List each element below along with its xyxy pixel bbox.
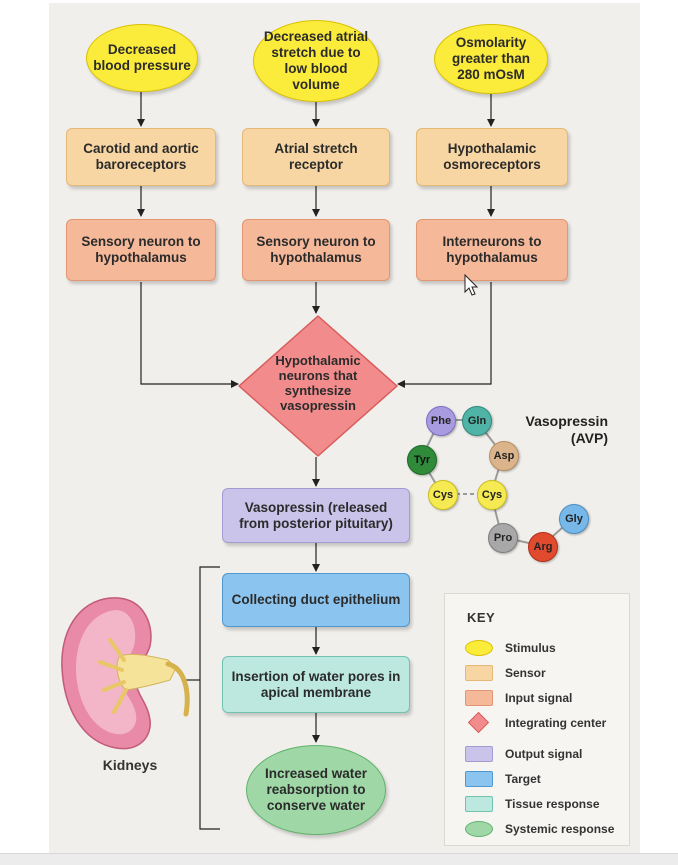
key-label-stimulus: Stimulus	[505, 641, 556, 655]
key-swatch-output-signal	[465, 746, 493, 762]
systemic-response-water-reabsorption: Increased water reabsorption to conserve…	[246, 745, 386, 835]
residue-asp: Asp	[489, 441, 519, 471]
key-swatch-sensor	[465, 665, 493, 681]
arrow-i1-center	[140, 282, 239, 388]
key-label-target: Target	[505, 772, 541, 786]
residue-cys-1: Cys	[428, 480, 458, 510]
key-swatch-tissue-response	[465, 796, 493, 812]
residue-cys-2: Cys	[477, 480, 507, 510]
stimulus-high-osmolarity: Osmolarity greater than 280 mOsM	[434, 24, 548, 94]
vasopressin-title: Vasopressin (AVP)	[500, 413, 609, 447]
kidneys-label: Kidneys	[102, 757, 158, 773]
key-legend: KEY Stimulus Sensor Input signal Integra…	[444, 593, 630, 846]
key-label-output-signal: Output signal	[505, 747, 583, 761]
key-row-sensor: Sensor	[465, 663, 546, 683]
integrating-center-diamond	[238, 315, 398, 457]
key-row-output-signal: Output signal	[465, 744, 582, 764]
sensor-osmoreceptors: Hypothalamic osmoreceptors	[416, 128, 568, 186]
output-vasopressin-release: Vasopressin (released from posterior pit…	[222, 488, 410, 543]
bottom-strip	[0, 853, 678, 865]
residue-arg: Arg	[528, 532, 558, 562]
key-label-systemic-response: Systemic response	[505, 822, 615, 836]
key-row-integrating-center: Integrating center	[465, 711, 607, 734]
residue-tyr: Tyr	[407, 445, 437, 475]
residue-pro: Pro	[488, 523, 518, 553]
sensor-baroreceptors: Carotid and aortic baroreceptors	[66, 128, 216, 186]
key-label-input-signal: Input signal	[505, 691, 573, 705]
key-label-sensor: Sensor	[505, 666, 546, 680]
key-row-input-signal: Input signal	[465, 688, 572, 708]
key-swatch-systemic-response	[465, 821, 493, 837]
key-swatch-integrating-center	[465, 711, 493, 734]
kidney-bracket	[199, 566, 220, 830]
key-row-target: Target	[465, 769, 541, 789]
key-title: KEY	[467, 610, 496, 625]
residue-gly: Gly	[559, 504, 589, 534]
tissue-response-water-pores: Insertion of water pores in apical membr…	[222, 656, 410, 713]
integrating-center-label: Hypothalamic neurons that synthesize vas…	[275, 353, 361, 413]
input-interneurons: Interneurons to hypothalamus	[416, 219, 568, 281]
target-collecting-duct: Collecting duct epithelium	[222, 573, 410, 627]
stimulus-low-blood-pressure: Decreased blood pressure	[86, 24, 198, 92]
arrow-i3-center	[397, 282, 492, 388]
stimulus-low-atrial-stretch: Decreased atrial stretch due to low bloo…	[253, 20, 379, 102]
input-sensory-neuron-1: Sensory neuron to hypothalamus	[66, 219, 216, 281]
key-swatch-stimulus	[465, 640, 493, 656]
sensor-atrial-stretch: Atrial stretch receptor	[242, 128, 390, 186]
key-label-tissue-response: Tissue response	[505, 797, 600, 811]
key-row-systemic-response: Systemic response	[465, 819, 614, 839]
kidney-illustration	[61, 597, 190, 750]
vasopressin-title-name: Vasopressin	[525, 413, 609, 429]
input-sensory-neuron-2: Sensory neuron to hypothalamus	[242, 219, 390, 281]
key-swatch-target	[465, 771, 493, 787]
key-row-tissue-response: Tissue response	[465, 794, 600, 814]
key-swatch-input-signal	[465, 690, 493, 706]
residue-gln: Gln	[462, 406, 492, 436]
vasopressin-title-abbrev: (AVP)	[570, 430, 608, 446]
key-row-stimulus: Stimulus	[465, 638, 556, 658]
key-label-integrating-center: Integrating center	[505, 716, 607, 730]
residue-phe: Phe	[426, 406, 456, 436]
